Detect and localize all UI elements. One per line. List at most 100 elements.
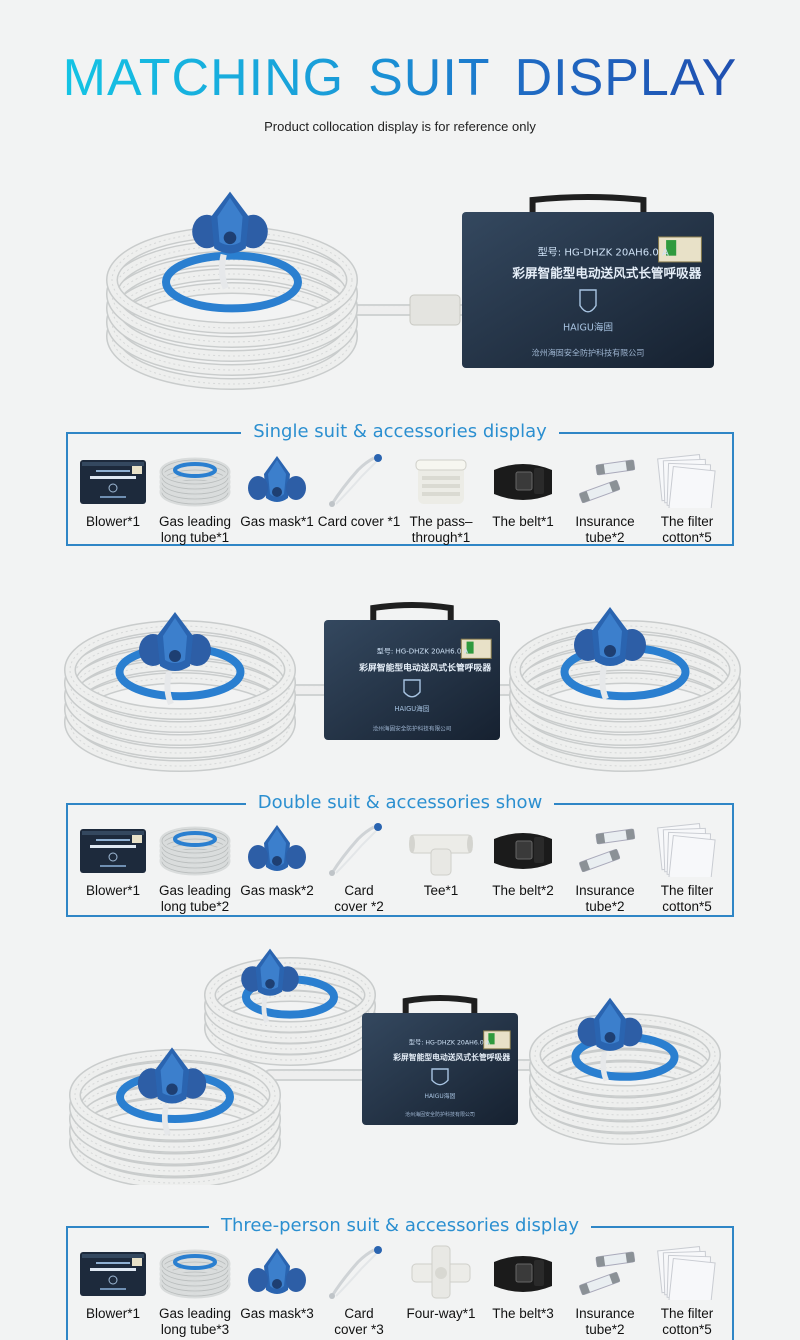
gas-mask-icon	[139, 612, 211, 706]
filter-cotton-icon	[650, 1244, 724, 1306]
accessory-label-line: Insurance	[575, 883, 635, 898]
accessory-label-line: Gas leading	[158, 883, 232, 898]
accessory-label: Blower*1	[86, 514, 140, 530]
accessory-label-line: cover *2	[334, 899, 384, 914]
accessory-item: The pass–through*1	[402, 452, 480, 546]
tube-coil-icon	[158, 452, 232, 508]
accessory-item: Blower*1	[74, 452, 152, 546]
tube-coil-icon	[158, 1244, 232, 1300]
accessory-label-line: long tube*2	[160, 899, 230, 914]
company-text: 沧州海固安全防护科技有限公司	[532, 348, 645, 358]
accessory-label-line: The filter	[660, 514, 714, 529]
accessory-label-line: Card cover *1	[317, 514, 401, 529]
accessory-label-line: Gas mask*2	[240, 883, 314, 898]
accessory-label: Gas mask*3	[240, 1306, 314, 1322]
accessory-label-line: cotton*5	[662, 899, 712, 914]
accessory-label-line: Insurance	[575, 1306, 635, 1321]
blower-icon	[76, 821, 150, 877]
accessory-item: Blower*1	[74, 821, 152, 915]
card-cover-icon	[322, 452, 396, 508]
accessory-label: Gas mask*2	[240, 883, 314, 899]
accessory-label: The pass–through*1	[409, 514, 472, 546]
accessory-label-line: Gas leading	[158, 1306, 232, 1321]
accessory-item: The belt*1	[484, 452, 562, 546]
tube-coil-icon	[158, 821, 232, 877]
card-cover-icon	[322, 1244, 396, 1300]
accessory-label-line: The filter	[660, 1306, 714, 1321]
accessory-item: The belt*2	[484, 821, 562, 915]
accessory-item: Card cover *1	[318, 452, 401, 546]
filter-cotton-icon	[650, 452, 724, 514]
blower-unit: 型号: HG-DHZK 20AH6.0 A彩屏智能型电动送风式长管呼吸器HAIG…	[324, 602, 500, 740]
gas-mask-icon	[240, 1244, 314, 1300]
blower-unit: 型号: HG-DHZK 20AH6.0 A彩屏智能型电动送风式长管呼吸器HAIG…	[462, 194, 714, 368]
gas-mask-icon	[574, 607, 646, 701]
accessory-item: The belt*3	[484, 1244, 562, 1338]
fuse-tube-icon	[568, 452, 642, 508]
accessory-item: Tee*1	[402, 821, 480, 915]
four-way-icon	[404, 1244, 478, 1300]
accessory-label-line: through*1	[411, 530, 471, 545]
hose-coil	[529, 1013, 721, 1145]
panel-title: Single suit & accessories display	[241, 421, 559, 442]
fuse-tube-icon	[568, 821, 642, 877]
accessory-label-line: The belt*1	[492, 514, 554, 529]
accessory-label-line: Card	[344, 883, 374, 898]
accessory-label-line: Blower*1	[85, 883, 141, 898]
gas-mask-icon	[137, 1047, 207, 1136]
blower-name-text: 彩屏智能型电动送风式长管呼吸器	[511, 266, 701, 281]
accessory-label-line: long tube*3	[160, 1322, 230, 1337]
page-subtitle: Product collocation display is for refer…	[264, 119, 536, 134]
fuse-tube-icon	[568, 1244, 642, 1300]
accessory-label-line: cotton*5	[662, 530, 712, 545]
three-person-suit-accessories-panel: Three-person suit & accessories display …	[66, 1215, 734, 1340]
company-text: 沧州海固安全防护科技有限公司	[405, 1111, 475, 1118]
accessory-label-line: Blower*1	[85, 1306, 141, 1321]
accessory-label-line: The belt*3	[492, 1306, 554, 1321]
accessory-label-line: The pass–	[409, 514, 473, 529]
gas-mask-icon	[577, 997, 643, 1082]
single-suit-accessories-panel: Single suit & accessories display Blower…	[66, 421, 734, 546]
accessory-label-line: Gas leading	[158, 514, 232, 529]
belt-icon	[486, 821, 560, 877]
accessory-label-line: Blower*1	[85, 514, 141, 529]
accessory-label-line: The filter	[660, 883, 714, 898]
gas-mask-icon	[192, 191, 268, 290]
blower-name-text: 彩屏智能型电动送风式长管呼吸器	[392, 1052, 510, 1062]
accessory-label-line: Gas mask*1	[240, 514, 314, 529]
accessory-label-line: Insurance	[575, 514, 635, 529]
accessory-label-line: Tee*1	[423, 883, 459, 898]
accessory-label-line: long tube*1	[160, 530, 230, 545]
accessory-label-line: tube*2	[585, 1322, 625, 1337]
title-word-2: SUIT	[368, 49, 491, 107]
title-word-1: MATCHING	[62, 49, 345, 107]
blower-model-text: 型号: HG-DHZK 20AH6.0 A	[377, 647, 469, 656]
accessory-label: Card cover *1	[318, 514, 401, 530]
accessory-item: Four-way*1	[402, 1244, 480, 1338]
accessory-label-line: Card	[344, 1306, 374, 1321]
accessory-label-line: tube*2	[585, 899, 625, 914]
panel-title: Three-person suit & accessories display	[209, 1215, 591, 1236]
belt-icon	[486, 452, 560, 508]
blower-icon	[76, 1244, 150, 1300]
